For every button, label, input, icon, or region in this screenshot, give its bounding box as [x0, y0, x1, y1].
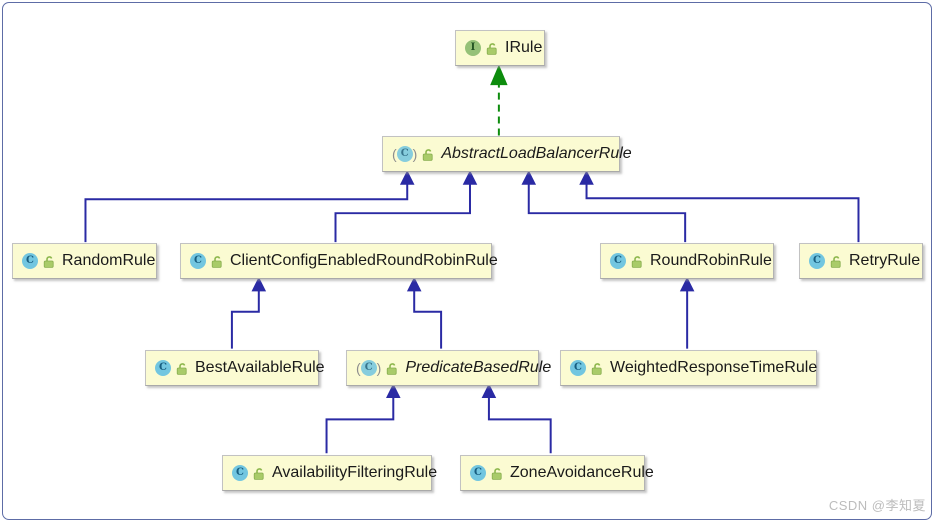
- watermark-text: CSDN @李知夏: [828, 498, 926, 513]
- edge-WeightedResponseTimeRule-extends-RoundRobinRule: [679, 276, 695, 349]
- abstract-class-icon: (C): [392, 146, 418, 162]
- edge-AbstractLoadBalancerRule-implements-IRule: [490, 64, 508, 136]
- visibility-lock-icon: [211, 256, 222, 268]
- visibility-lock-icon: [591, 363, 602, 375]
- implements-arrowhead-icon: [490, 64, 508, 86]
- visibility-lock-icon: [423, 149, 433, 161]
- extends-arrowhead-icon: [481, 383, 497, 398]
- class-icon: C: [232, 465, 248, 481]
- inheritance-edge-layer: [84, 64, 860, 454]
- edge-AvailabilityFilteringRule-extends-PredicateBasedRule: [325, 383, 401, 454]
- class-name-label: WeightedResponseTimeRule: [610, 359, 818, 376]
- class-name-label: IRule: [505, 39, 543, 56]
- class-node-WeightedResponseTimeRule[interactable]: C WeightedResponseTimeRule: [560, 350, 817, 386]
- extends-arrowhead-icon: [251, 276, 267, 292]
- extends-arrowhead-icon: [521, 170, 537, 185]
- class-node-RetryRule[interactable]: C RetryRule: [799, 243, 923, 279]
- class-name-label: BestAvailableRule: [195, 359, 325, 376]
- class-icon: C: [190, 253, 206, 269]
- class-node-ClientConfigEnabledRoundRobinRule[interactable]: C ClientConfigEnabledRoundRobinRule: [180, 243, 498, 279]
- edge-RoundRobinRule-extends-AbstractLoadBalancerRule: [521, 170, 687, 243]
- class-name-label: ClientConfigEnabledRoundRobinRule: [230, 252, 498, 269]
- class-name-label: ZoneAvoidanceRule: [510, 464, 654, 481]
- interface-icon: I: [465, 40, 481, 56]
- edge-RandomRule-extends-AbstractLoadBalancerRule: [84, 170, 415, 243]
- extends-arrowhead-icon: [679, 276, 695, 292]
- class-node-ZoneAvoidanceRule[interactable]: C ZoneAvoidanceRule: [460, 455, 654, 491]
- class-node-AbstractLoadBalancerRule[interactable]: (C) AbstractLoadBalancerRule: [382, 136, 632, 172]
- abstract-class-icon: (C): [356, 360, 382, 376]
- extends-arrowhead-icon: [386, 383, 401, 398]
- edge-BestAvailableRule-extends-ClientConfigEnabledRoundRobinRule: [230, 276, 267, 349]
- visibility-lock-icon: [830, 256, 841, 268]
- class-node-BestAvailableRule[interactable]: C BestAvailableRule: [145, 350, 325, 386]
- class-icon: C: [22, 253, 38, 269]
- class-name-label: AvailabilityFilteringRule: [272, 464, 438, 481]
- visibility-lock-icon: [253, 468, 264, 480]
- class-icon: C: [470, 465, 486, 481]
- class-name-label: PredicateBasedRule: [405, 359, 552, 376]
- extends-arrowhead-icon: [462, 170, 478, 185]
- class-icon: C: [155, 360, 171, 376]
- class-name-label: RoundRobinRule: [650, 252, 772, 269]
- edge-ZoneAvoidanceRule-extends-PredicateBasedRule: [481, 383, 552, 454]
- class-name-label: AbstractLoadBalancerRule: [441, 145, 632, 162]
- class-node-PredicateBasedRule[interactable]: (C) PredicateBasedRule: [346, 350, 551, 386]
- visibility-lock-icon: [631, 256, 642, 268]
- class-name-label: RetryRule: [849, 252, 921, 269]
- class-name-label: RandomRule: [62, 252, 156, 269]
- class-node-AvailabilityFilteringRule[interactable]: C AvailabilityFilteringRule: [222, 455, 437, 491]
- visibility-lock-icon: [176, 363, 187, 375]
- class-icon: C: [610, 253, 626, 269]
- extends-arrowhead-icon: [579, 170, 594, 185]
- visibility-lock-icon: [486, 43, 497, 55]
- class-node-RandomRule[interactable]: C RandomRule: [12, 243, 157, 279]
- class-node-IRule[interactable]: I IRule: [455, 30, 545, 66]
- visibility-lock-icon: [387, 363, 397, 375]
- extends-arrowhead-icon: [406, 276, 422, 292]
- edge-ClientConfigEnabledRoundRobinRule-extends-AbstractLoadBalancerRule: [334, 170, 478, 243]
- visibility-lock-icon: [491, 468, 502, 480]
- edge-PredicateBasedRule-extends-ClientConfigEnabledRoundRobinRule: [406, 276, 443, 349]
- class-icon: C: [570, 360, 586, 376]
- visibility-lock-icon: [43, 256, 54, 268]
- class-icon: C: [809, 253, 825, 269]
- extends-arrowhead-icon: [399, 170, 415, 185]
- class-node-RoundRobinRule[interactable]: C RoundRobinRule: [600, 243, 774, 279]
- edge-RetryRule-extends-AbstractLoadBalancerRule: [579, 170, 860, 243]
